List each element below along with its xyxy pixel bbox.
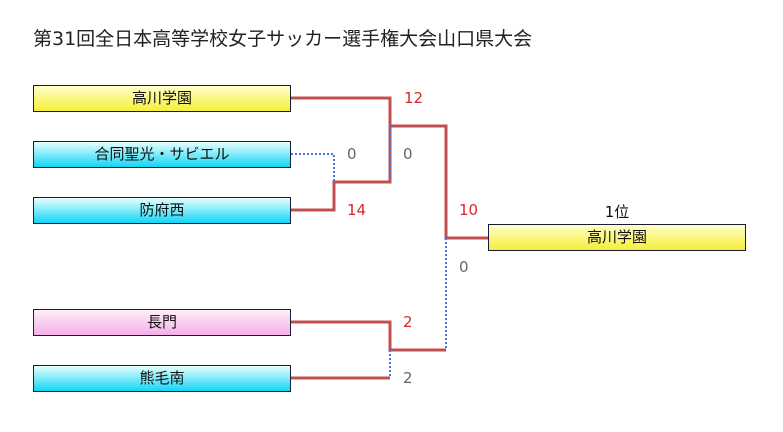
score-team5: 2	[403, 369, 413, 387]
loser-lines	[291, 126, 447, 378]
score-team4: 2	[403, 313, 413, 331]
champion-rank-label: 1位	[604, 203, 630, 221]
line-t2-loser	[291, 153, 335, 182]
line-t4-to-sf	[291, 320, 446, 352]
score-final-bottom: 0	[459, 258, 469, 276]
team-box-5[interactable]: 熊毛南	[33, 365, 291, 392]
score-team1: 12	[404, 89, 424, 107]
team-box-4[interactable]: 長門	[33, 309, 291, 336]
score-team2: 0	[347, 145, 357, 163]
line-t3-to-qf	[291, 126, 392, 212]
score-qf-loser: 0	[403, 145, 413, 163]
team-box-2[interactable]: 合同聖光・サビエル	[33, 141, 291, 168]
team-box-3[interactable]: 防府西	[33, 197, 291, 224]
score-final-top: 10	[459, 201, 479, 219]
champion-box[interactable]: 高川学園	[488, 224, 746, 251]
score-team3: 14	[347, 201, 367, 219]
line-t1-to-sf	[291, 96, 488, 240]
team-box-1[interactable]: 高川学園	[33, 85, 291, 112]
page-title: 第31回全日本高等学校女子サッカー選手権大会山口県大会	[33, 28, 533, 50]
